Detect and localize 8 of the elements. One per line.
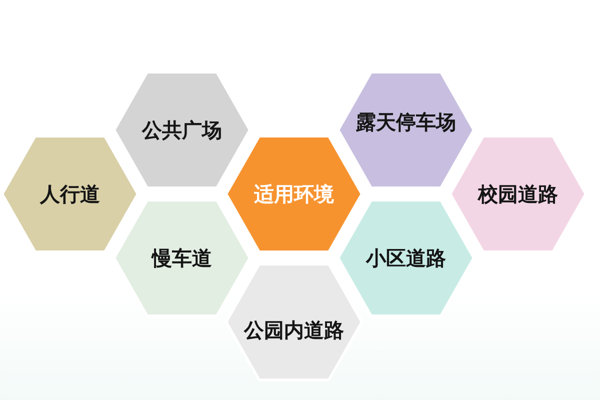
- hexagon-label: 校园道路: [478, 182, 558, 206]
- hexagon-label: 适用环境: [254, 182, 334, 206]
- hexagon-label: 小区道路: [366, 246, 446, 270]
- hexagon-label: 慢车道: [152, 246, 212, 270]
- hexagon-label: 人行道: [40, 182, 100, 206]
- hexagon-label: 公共广场: [142, 118, 222, 142]
- hexagon-label: 公园内道路: [244, 318, 344, 342]
- hexagon-label: 露天停车场: [356, 110, 456, 134]
